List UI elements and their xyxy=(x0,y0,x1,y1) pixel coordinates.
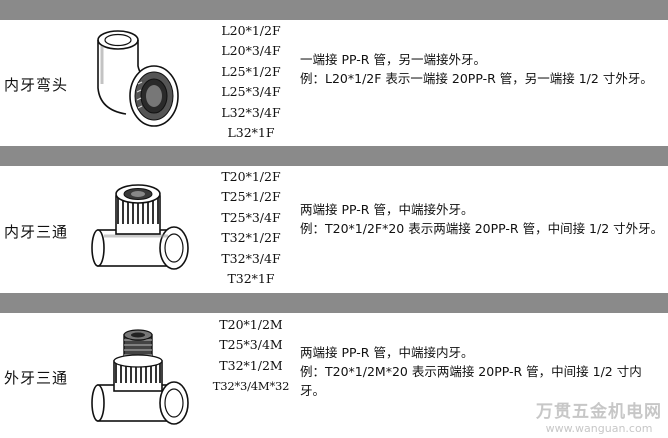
watermark-url: www.wanguan.com xyxy=(545,422,653,435)
description-line: 两端接 PP-R 管，中端接外牙。 xyxy=(300,202,474,217)
product-row-female-tee: 内牙三通 T20*1/2F T25*1/2F T25*3/4F T32*1/2F… xyxy=(0,166,668,293)
product-name: 内牙三通 xyxy=(4,223,69,241)
product-code: L20*3/4F xyxy=(221,43,281,59)
product-code: T32*3/4F xyxy=(221,250,281,266)
product-name: 内牙弯头 xyxy=(4,76,69,94)
watermark-text: 万贯五金机电网 xyxy=(536,402,662,422)
product-codes-list: T20*1/2M T25*3/4M T32*1/2M T32*3/4M*32 xyxy=(205,315,297,397)
product-code: L25*1/2F xyxy=(221,63,281,79)
product-code: T20*1/2M xyxy=(219,317,283,332)
section-separator-2 xyxy=(0,293,668,313)
product-codes-list: T20*1/2F T25*1/2F T25*3/4F T32*1/2F T32*… xyxy=(205,167,297,289)
elbow-fitting-icon xyxy=(97,30,179,127)
product-description: 两端接 PP-R 管，中端接外牙。 例：T20*1/2F*20 表示两端接 20… xyxy=(300,200,666,238)
description-example: 例：T20*1/2M*20 表示两端接 20PP-R 管，中间接 1/2 寸内牙… xyxy=(300,364,642,398)
product-code: T25*1/2F xyxy=(221,189,281,205)
product-description: 一端接 PP-R 管，另一端接外牙。 例：L20*1/2F 表示一端接 20PP… xyxy=(300,50,666,88)
description-example: 例：L20*1/2F 表示一端接 20PP-R 管，另一端接 1/2 寸外牙。 xyxy=(300,71,653,86)
section-separator-top xyxy=(0,0,668,20)
product-code: T25*3/4F xyxy=(221,209,281,225)
product-code: T25*3/4M xyxy=(219,337,283,353)
description-line: 一端接 PP-R 管，另一端接外牙。 xyxy=(300,52,486,67)
product-code: T20*1/2F xyxy=(221,169,281,184)
product-code: L20*1/2F xyxy=(221,23,281,38)
section-separator-1 xyxy=(0,146,668,166)
product-code: L32*1F xyxy=(227,125,275,141)
product-name: 外牙三通 xyxy=(4,369,69,387)
product-description: 两端接 PP-R 管，中端接内牙。 例：T20*1/2M*20 表示两端接 20… xyxy=(300,343,666,400)
product-code: T32*1F xyxy=(227,271,275,287)
product-code: T32*1/2M xyxy=(219,357,283,373)
product-code: L32*3/4F xyxy=(221,104,281,120)
description-line: 两端接 PP-R 管，中端接内牙。 xyxy=(300,345,474,360)
description-example: 例：T20*1/2F*20 表示两端接 20PP-R 管，中间接 1/2 寸外牙… xyxy=(300,221,664,236)
product-codes-list: L20*1/2F L20*3/4F L25*1/2F L25*3/4F L32*… xyxy=(205,21,297,143)
female-tee-fitting-icon xyxy=(91,184,189,270)
watermark: 万贯五金机电网 www.wanguan.com xyxy=(536,397,662,435)
product-row-male-tee: 外牙三通 T20*1/2M T25*3/4M T32*1/2M T32*3/4M… xyxy=(0,313,668,438)
product-row-elbow: 内牙弯头 L20*1/2F L20*3/4F L25*1/2F L25*3/4F… xyxy=(0,20,668,146)
product-code: T32*3/4M*32 xyxy=(212,379,290,394)
product-code: T32*1/2F xyxy=(221,230,281,246)
male-tee-fitting-icon xyxy=(91,329,189,425)
product-code: L25*3/4F xyxy=(221,84,281,100)
